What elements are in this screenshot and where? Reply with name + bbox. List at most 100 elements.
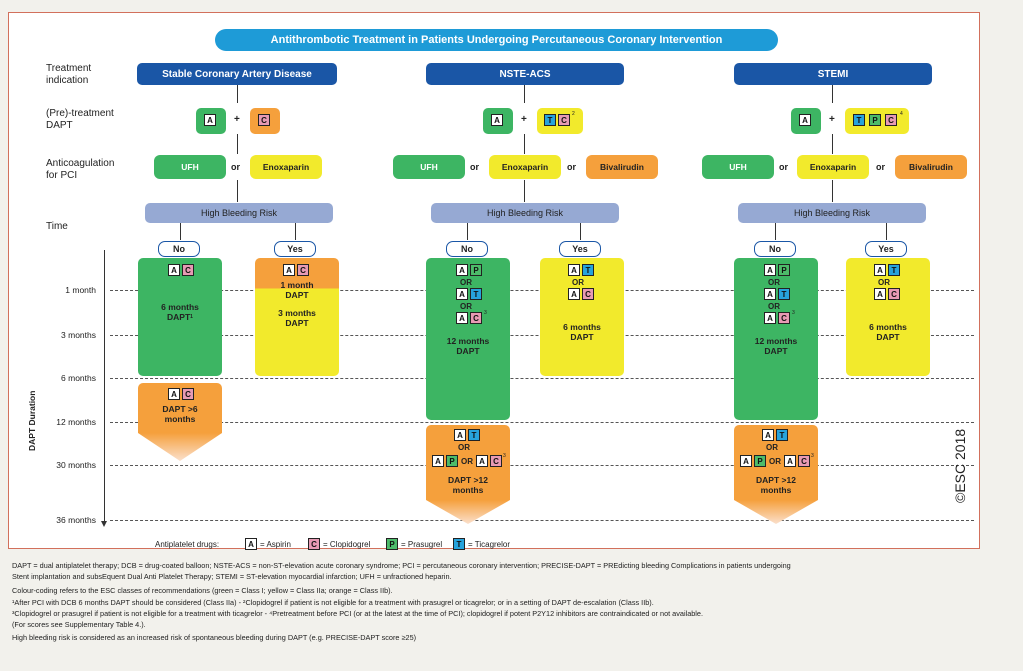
yes-badge: Yes <box>559 241 601 257</box>
tick-1-month: 1 month <box>65 285 96 295</box>
scad-extended-arrow <box>138 433 222 461</box>
plus-sign: + <box>234 114 240 125</box>
chip-clopidogrel: C <box>182 388 194 400</box>
chip-ticagrelor: T <box>544 114 556 126</box>
drug-ufh: UFH <box>702 155 774 179</box>
or-text: OR <box>458 443 470 452</box>
connector <box>832 85 834 103</box>
nste-yes-duration: 6 months DAPT <box>563 322 601 342</box>
chip-ticagrelor: T <box>778 288 790 300</box>
chip-ticagrelor: T <box>776 429 788 441</box>
connector <box>886 223 888 240</box>
chip-aspirin: A <box>874 288 886 300</box>
label-anticoagulation: Anticoagulation for PCI <box>46 158 115 181</box>
no-badge: No <box>754 241 796 257</box>
scad-yes-3-months: 3 months DAPT <box>278 308 316 328</box>
footnote-3: 3 <box>811 453 814 459</box>
connector <box>524 134 526 154</box>
footnote-4: 4 <box>900 111 903 117</box>
chip-prasugrel: P <box>446 455 458 467</box>
connector <box>832 134 834 154</box>
chip-clopidogrel: C <box>258 114 270 126</box>
legend: Antiplatelet drugs: A = Aspirin C = Clop… <box>155 538 535 552</box>
chip-aspirin: A <box>784 455 796 467</box>
connector <box>180 223 182 240</box>
scad-no-duration: 6 months DAPT1 <box>161 302 199 322</box>
scad-yes-1-month: 1 month DAPT <box>280 280 314 300</box>
chip-clopidogrel: C <box>490 455 502 467</box>
chip-clopidogrel: C <box>297 264 309 276</box>
plus-sign: + <box>521 114 527 125</box>
connector <box>237 134 239 154</box>
or-text: or <box>231 162 240 172</box>
legend-aspirin: = Aspirin <box>260 540 291 549</box>
chip-aspirin: A <box>764 264 776 276</box>
scad-extended-duration: DAPT >6 months <box>162 404 198 424</box>
or-text: OR <box>878 278 890 287</box>
or-text: or <box>567 162 576 172</box>
yes-badge: Yes <box>274 241 316 257</box>
stemi-yes-box: A T OR A C 6 months DAPT <box>846 258 930 376</box>
or-text: OR <box>572 278 584 287</box>
or-text: OR <box>766 443 778 452</box>
tick-12-months: 12 months <box>56 417 96 427</box>
connector <box>237 180 239 202</box>
nste-extended-arrow <box>426 500 510 524</box>
footnote-line: High bleeding risk is considered as an i… <box>12 633 417 642</box>
chip-aspirin: A <box>456 288 468 300</box>
chip-clopidogrel: C <box>888 288 900 300</box>
footnote-3: 3 <box>503 453 506 459</box>
header-stable-cad: Stable Coronary Artery Disease <box>137 63 337 85</box>
diagram-title: Antithrombotic Treatment in Patients Und… <box>215 29 778 51</box>
connector <box>467 223 469 240</box>
connector <box>237 85 239 103</box>
drug-ufh: UFH <box>393 155 465 179</box>
chip-ticagrelor: T <box>582 264 594 276</box>
stemi-extended-arrow <box>734 500 818 524</box>
chip-aspirin: A <box>456 312 468 324</box>
no-badge: No <box>158 241 200 257</box>
chip-aspirin: A <box>740 455 752 467</box>
nste-no-duration: 12 months DAPT <box>446 336 490 356</box>
label-pretreatment: (Pre)-treatment DAPT <box>46 108 114 131</box>
legend-ticagrelor: = Ticagrelor <box>468 540 511 549</box>
stemi-extended-duration: DAPT >12 months <box>756 475 796 495</box>
pretreat-box-clopidogrel: C <box>250 108 280 134</box>
month-line-36 <box>110 520 974 521</box>
connector <box>775 223 777 240</box>
legend-ticagrelor-chip: T <box>453 538 465 550</box>
footnote-line: Colour-coding refers to the ESC classes … <box>12 586 393 595</box>
chip-clopidogrel: C <box>582 288 594 300</box>
chip-aspirin: A <box>456 264 468 276</box>
month-line-30 <box>110 465 974 466</box>
chip-aspirin: A <box>491 114 503 126</box>
or-text: or <box>470 162 479 172</box>
chip-aspirin: A <box>874 264 886 276</box>
legend-clopidogrel-chip: C <box>308 538 320 550</box>
connector <box>524 85 526 103</box>
chip-aspirin: A <box>432 455 444 467</box>
chip-prasugrel: P <box>869 114 881 126</box>
chip-prasugrel: P <box>778 264 790 276</box>
pretreat-box-p2y12: T C 2 <box>537 108 583 134</box>
drug-bivalirudin: Bivalirudin <box>895 155 967 179</box>
or-text: OR <box>461 457 473 466</box>
nste-extended-duration: DAPT >12 months <box>448 475 488 495</box>
label-dapt-duration: DAPT Duration <box>27 390 37 451</box>
tick-30-months: 30 months <box>56 460 96 470</box>
high-bleeding-risk: High Bleeding Risk <box>738 203 926 223</box>
tick-3-months: 3 months <box>61 330 96 340</box>
connector <box>295 223 297 240</box>
nste-extended-box: A T OR A P OR A C 3 DAPT >12 months <box>426 425 510 500</box>
drug-bivalirudin: Bivalirudin <box>586 155 658 179</box>
footnote-line: ³Clopidogrel or prasugrel if patient is … <box>12 609 704 618</box>
chip-clopidogrel: C <box>470 312 482 324</box>
drug-enoxaparin: Enoxaparin <box>797 155 869 179</box>
footnote-line: DAPT = dual antiplatelet therapy; DCB = … <box>12 561 791 570</box>
chip-aspirin: A <box>762 429 774 441</box>
chip-ticagrelor: T <box>853 114 865 126</box>
stemi-extended-box: A T OR A P OR A C 3 DAPT >12 months <box>734 425 818 500</box>
nste-yes-box: A T OR A C 6 months DAPT <box>540 258 624 376</box>
chip-aspirin: A <box>764 288 776 300</box>
connector <box>524 180 526 202</box>
